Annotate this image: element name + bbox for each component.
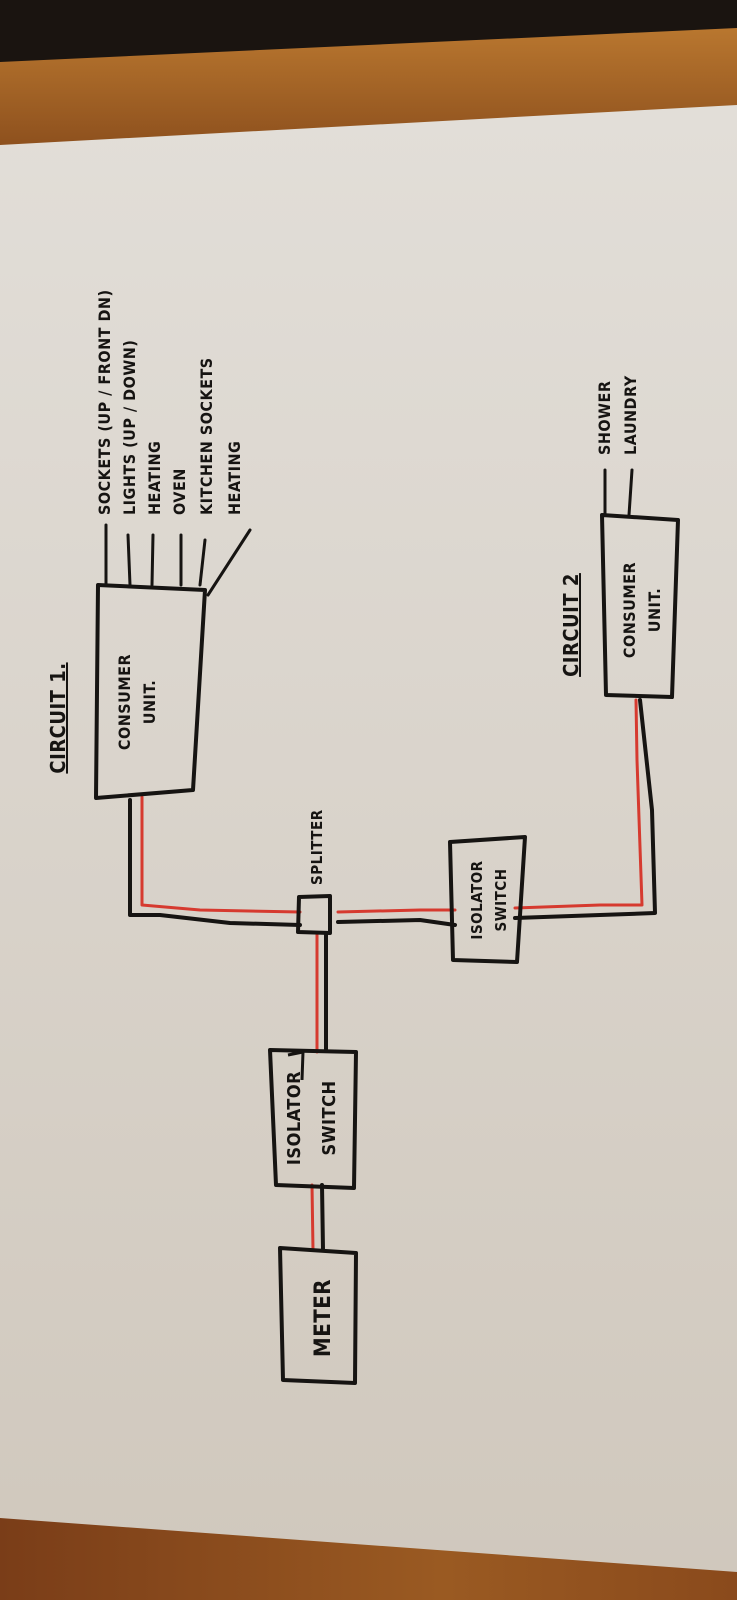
circuit1-output-lines	[104, 523, 252, 597]
circuit2-unit-box	[600, 513, 680, 699]
circuit1-unit-label-line2: UNIT.	[140, 680, 159, 724]
isolator-overlap-stroke	[287, 1050, 305, 1081]
circuit1-title: CIRCUIT 1.	[46, 662, 70, 773]
circuit2-unit-label-line1: CONSUMER	[620, 562, 639, 658]
circuit1-output: HEATING	[225, 441, 244, 515]
wires	[104, 468, 657, 1252]
circuit1-output: SOCKETS (UP / FRONT DN)	[95, 289, 114, 515]
circuit1-unit-box	[94, 583, 207, 800]
meter-label: METER	[311, 1279, 336, 1357]
output-line-heating-2	[206, 528, 252, 597]
splitter-label: SPLITTER	[308, 809, 326, 885]
main-isolator-label-line1: ISOLATOR	[284, 1071, 305, 1165]
circuit1-output: OVEN	[170, 468, 189, 515]
splitter-box	[296, 894, 332, 935]
circuit2-unit-label-line2: UNIT.	[645, 588, 664, 632]
circuit2-output-lines	[603, 468, 634, 517]
circuit1-output: LIGHTS (UP / DOWN)	[120, 340, 139, 515]
paper-sheet	[0, 105, 737, 1572]
output-line-kitchen-sockets	[198, 538, 207, 587]
main-isolator-label-line2: SWITCH	[319, 1080, 340, 1155]
wire-meter-to-isolator	[310, 1183, 325, 1252]
isolator2-label-line2: SWITCH	[492, 868, 510, 931]
circuit2-output: LAUNDRY	[621, 375, 640, 455]
circuit1-output: KITCHEN SOCKETS	[197, 357, 216, 515]
output-line-laundry	[627, 468, 634, 517]
circuit1-output: HEATING	[145, 441, 164, 515]
isolator2-label-line1: ISOLATOR	[468, 860, 486, 939]
isolator2-box	[448, 835, 527, 964]
wood-edge-bottom	[0, 1515, 737, 1600]
main-isolator-box	[268, 1048, 358, 1190]
output-line-lights	[126, 533, 132, 587]
wire-splitter-to-isolator2	[336, 908, 457, 927]
circuit1-unit-label-line1: CONSUMER	[115, 654, 134, 750]
circuit2-output: SHOWER	[595, 381, 614, 455]
circuit2-title: CIRCUIT 2	[559, 573, 583, 677]
wire-isolator-to-splitter	[315, 933, 328, 1054]
wire-splitter-to-circuit1	[128, 795, 302, 927]
wire-isolator2-to-circuit2	[513, 698, 657, 920]
output-line-heating	[150, 533, 155, 587]
meter-box	[278, 1246, 358, 1385]
